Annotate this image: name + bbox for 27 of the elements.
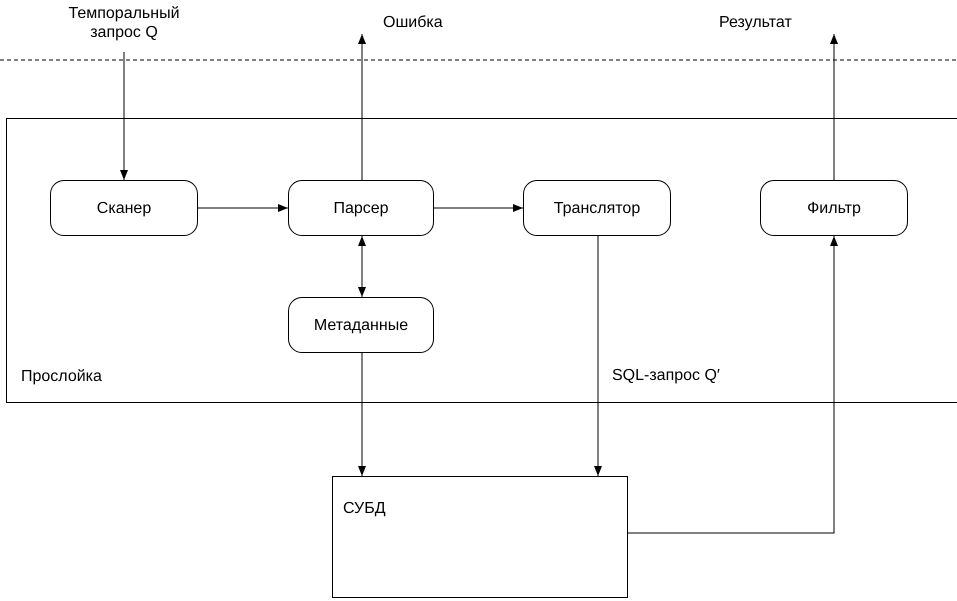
- process-box: [288, 297, 434, 353]
- layer-box: [6, 118, 957, 403]
- io-label: Темпоральный запрос Q: [67, 4, 181, 43]
- box-label: СУБД: [343, 499, 386, 518]
- arrow: [628, 236, 838, 534]
- process-box: [288, 180, 434, 236]
- box-label: Парсер: [333, 198, 389, 218]
- box-label: Фильтр: [807, 198, 861, 218]
- arrow: [198, 204, 288, 212]
- io-label: Результат: [718, 14, 793, 32]
- process-box: [760, 180, 908, 236]
- box-label: Транслятор: [554, 198, 640, 218]
- edge-label: SQL-запрос Q′: [612, 366, 720, 385]
- arrow: [358, 236, 366, 298]
- process-box: [523, 180, 671, 236]
- layer-label: Прослойка: [21, 367, 102, 386]
- process-box: [50, 180, 198, 236]
- system-box: [332, 476, 628, 598]
- arrow: [120, 52, 128, 180]
- arrow: [434, 204, 524, 212]
- arrow: [358, 34, 366, 180]
- arrow: [830, 34, 838, 180]
- box-label: Сканер: [96, 198, 152, 218]
- arrow: [594, 236, 602, 476]
- arrow: [358, 352, 366, 476]
- box-label: Метаданные: [314, 316, 408, 334]
- io-label: Ошибка: [382, 14, 444, 32]
